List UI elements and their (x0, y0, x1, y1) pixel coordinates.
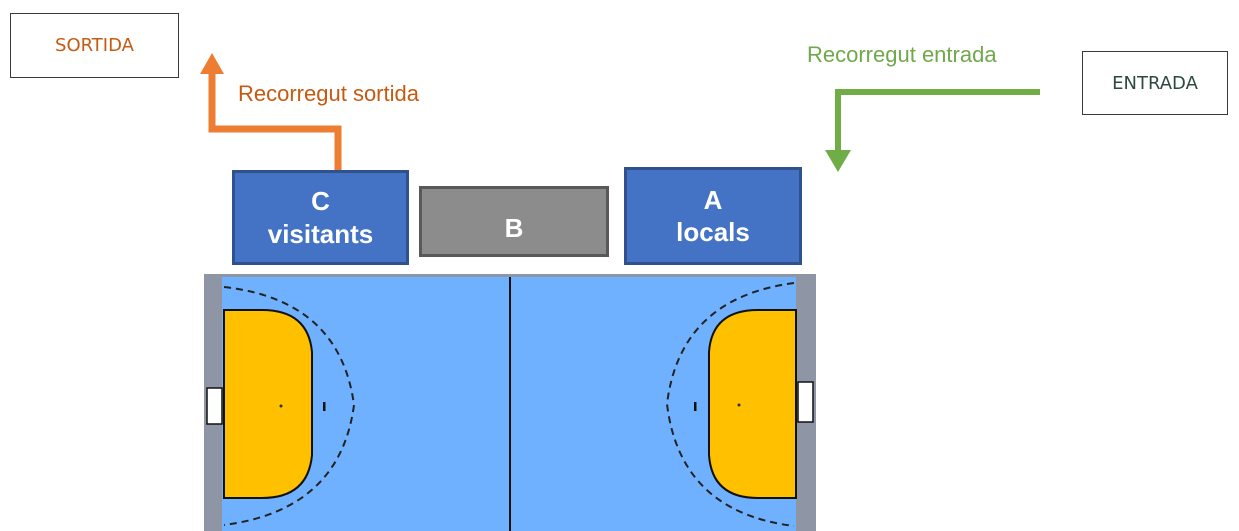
bench-b-letter: B (504, 213, 524, 244)
exit-route-arrow (200, 53, 342, 170)
bench-a-letter: A (703, 184, 723, 215)
bench-c-name: visitants (267, 218, 374, 249)
bench-home: A locals (624, 167, 802, 265)
right-free-throw-line (665, 282, 795, 527)
right-center-dot (737, 403, 741, 407)
left-goal (206, 387, 223, 425)
entry-box: ENTRADA (1082, 51, 1228, 115)
left-center-dot (279, 404, 283, 408)
handball-court (204, 274, 816, 531)
bench-visitors: C visitants (232, 170, 409, 265)
entry-route-label: Recorregut entrada (807, 42, 997, 67)
right-goal-area (708, 309, 797, 499)
right-goal (797, 381, 814, 423)
left-free-throw-line (223, 286, 356, 526)
exit-route-label: Recorregut sortida (238, 81, 419, 106)
officials-table: B (419, 186, 609, 257)
left-goal-area (223, 309, 313, 499)
entry-route-arrow (825, 89, 1040, 172)
bench-a-name: locals (676, 217, 750, 247)
right-penalty-mark (694, 402, 697, 411)
exit-box-label: SORTIDA (55, 35, 134, 56)
exit-box: SORTIDA (10, 13, 179, 78)
bench-c-letter: C (311, 186, 330, 216)
entry-box-label: ENTRADA (1112, 72, 1198, 94)
left-penalty-mark (323, 402, 326, 411)
